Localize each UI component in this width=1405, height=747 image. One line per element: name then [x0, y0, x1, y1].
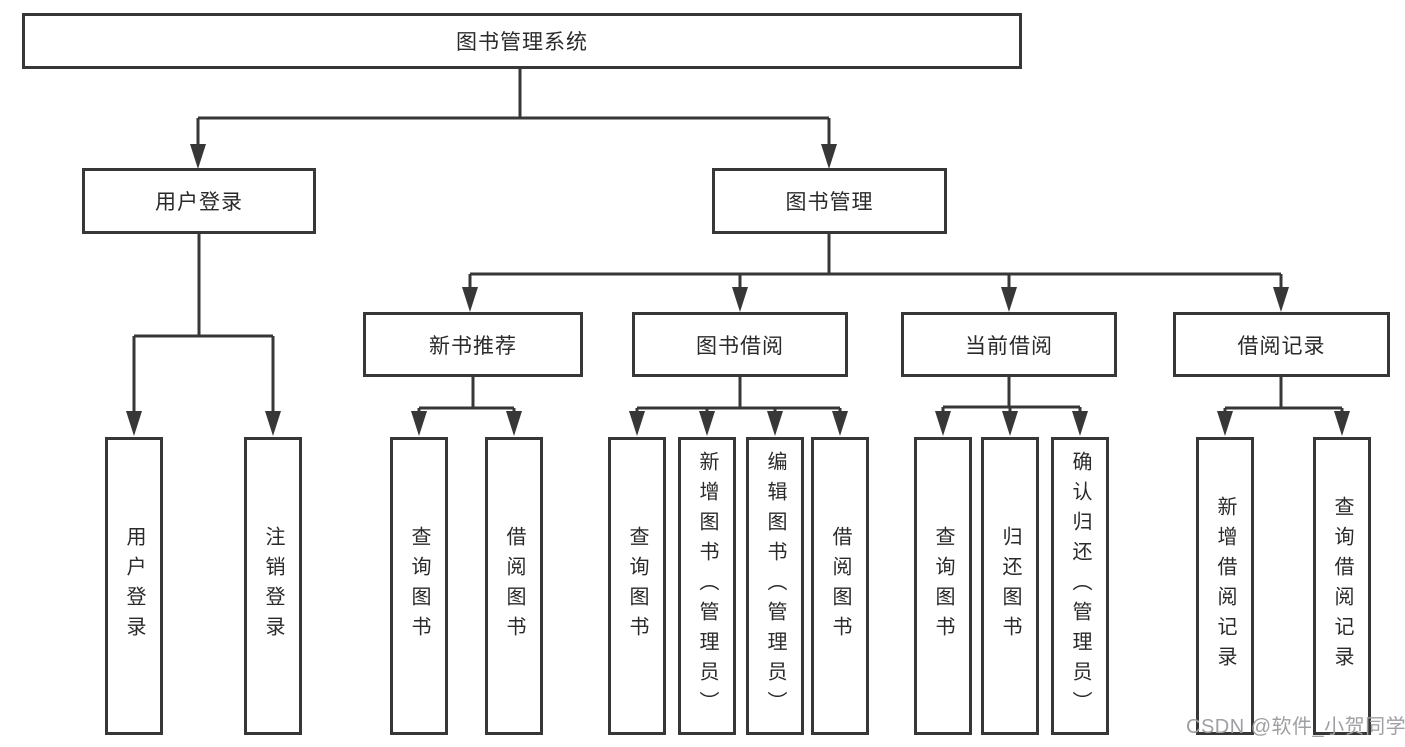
connector-root-to-level2 [196, 68, 831, 150]
node-label: 图书管理 [785, 191, 874, 214]
arrowhead-icon [935, 411, 951, 436]
node-label: 查询借阅记录 [1331, 496, 1353, 676]
node-label: 借阅图书 [503, 526, 525, 646]
node-label: 查询图书 [932, 526, 954, 646]
connector-borrowing-records-children [1223, 376, 1344, 414]
connector-book-borrowing-children [635, 376, 842, 414]
connector-new-book-recommendation-children [417, 376, 516, 414]
arrowhead-icon [821, 144, 837, 169]
node-label: 新增借阅记录 [1214, 496, 1236, 676]
node-label: 查询图书 [408, 526, 430, 646]
arrowhead-icon [126, 411, 142, 436]
connector-current-borrowing-children [941, 376, 1082, 414]
leaf-cb-query-books: 查询图书 [914, 437, 972, 735]
node-book-borrowing: 图书借阅 [632, 312, 848, 377]
arrowhead-icon [411, 411, 427, 436]
node-label: 归还图书 [999, 526, 1021, 646]
node-label: 注销登录 [262, 526, 284, 646]
arrowhead-icon [190, 144, 206, 169]
arrowhead-icon [1002, 411, 1018, 436]
node-borrowing-records: 借阅记录 [1173, 312, 1390, 377]
leaf-bb-borrow-books: 借阅图书 [811, 437, 869, 735]
node-label: 借阅记录 [1237, 334, 1326, 358]
connector-book-management-to-level3 [468, 233, 1283, 292]
arrowhead-icon [629, 411, 645, 436]
node-book-management: 图书管理 [712, 168, 947, 234]
node-label: 用户登录 [155, 191, 243, 214]
node-new-book-recommendation: 新书推荐 [363, 312, 583, 377]
node-label: 新书推荐 [429, 334, 517, 358]
node-label: 借阅图书 [829, 526, 851, 646]
node-label: 图书借阅 [696, 334, 784, 358]
arrowhead-icon [1001, 287, 1017, 312]
node-label: 新增图书（管理员） [696, 451, 718, 721]
arrowhead-icon [506, 411, 522, 436]
leaf-bb-add-books-admin: 新增图书（管理员） [678, 437, 736, 735]
node-label: 当前借阅 [965, 334, 1053, 358]
leaf-bb-query-books: 查询图书 [608, 437, 666, 735]
arrowhead-icon [767, 411, 783, 436]
node-label: 确认归还（管理员） [1069, 451, 1091, 721]
leaf-cb-return-books: 归还图书 [981, 437, 1039, 735]
node-label: 编辑图书（管理员） [764, 451, 786, 721]
arrowhead-icon [699, 411, 715, 436]
arrowhead-icon [265, 411, 281, 436]
arrowhead-icon [832, 411, 848, 436]
arrowhead-icon [1217, 411, 1233, 436]
watermark-csdn: CSDN @软件_小贺同学 [1186, 716, 1405, 738]
leaf-br-query-record: 查询借阅记录 [1313, 437, 1371, 735]
leaf-logout: 注销登录 [244, 437, 302, 735]
connector-user-login-children [132, 233, 275, 412]
node-label: 用户登录 [123, 526, 145, 646]
arrowhead-icon [1334, 411, 1350, 436]
node-label: 图书管理系统 [456, 31, 588, 54]
node-user-login: 用户登录 [82, 168, 316, 234]
leaf-bb-edit-books-admin: 编辑图书（管理员） [746, 437, 804, 735]
leaf-user-login: 用户登录 [105, 437, 163, 735]
arrowhead-icon [1273, 287, 1289, 312]
leaf-nbr-query-books: 查询图书 [390, 437, 448, 735]
node-current-borrowing: 当前借阅 [901, 312, 1117, 377]
arrowhead-icon [462, 287, 478, 312]
node-label: 查询图书 [626, 526, 648, 646]
arrowhead-icon [732, 287, 748, 312]
arrowhead-icon [1072, 411, 1088, 436]
node-library-management-system: 图书管理系统 [22, 13, 1022, 69]
leaf-cb-confirm-return-admin: 确认归还（管理员） [1051, 437, 1109, 735]
leaf-br-add-record: 新增借阅记录 [1196, 437, 1254, 735]
leaf-nbr-borrow-books: 借阅图书 [485, 437, 543, 735]
